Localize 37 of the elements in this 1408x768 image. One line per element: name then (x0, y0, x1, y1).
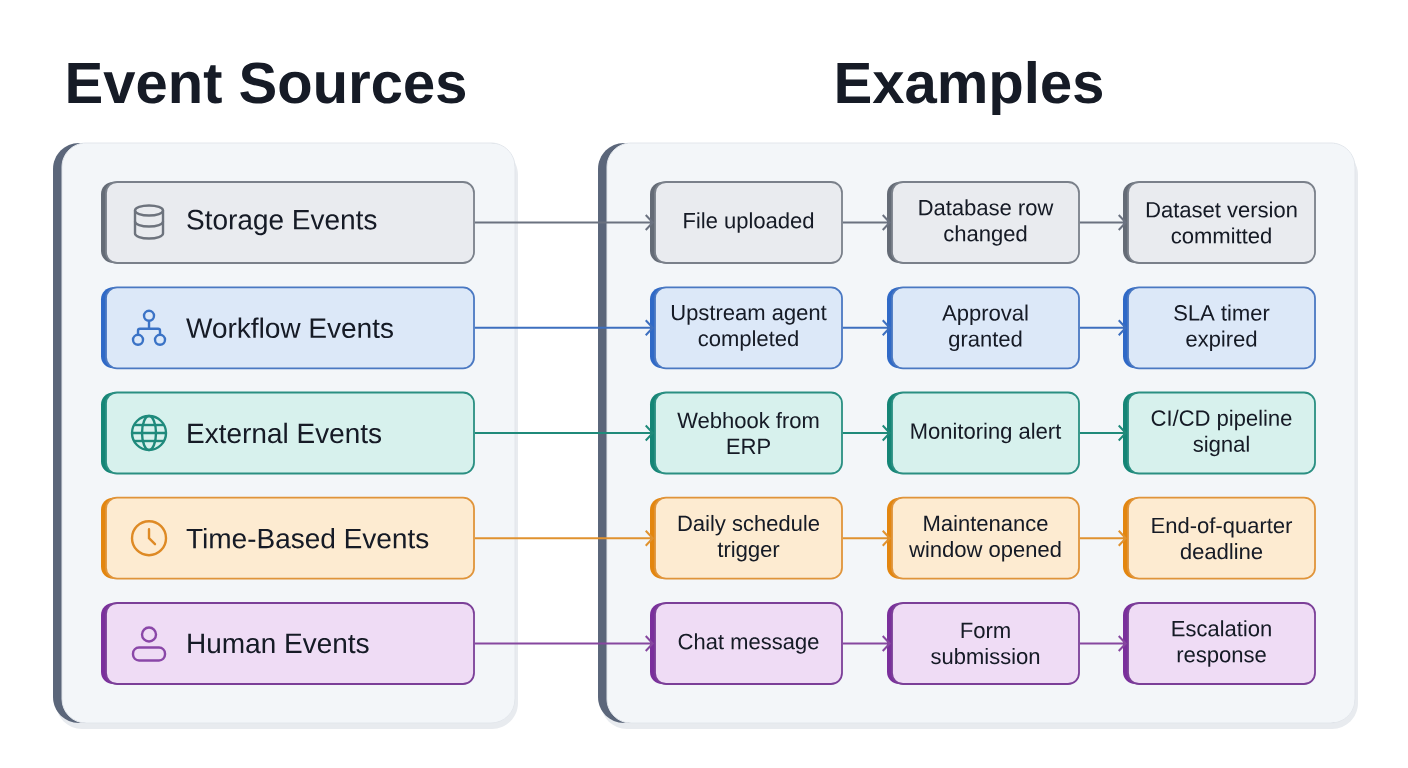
arrow (1078, 319, 1128, 337)
example-box: Escalation response (1123, 602, 1316, 685)
example-box: Webhook from ERP (650, 391, 843, 475)
example-box: End-of-quarter deadline (1123, 496, 1316, 580)
arrow (473, 424, 655, 442)
source-box: Time-Based Events (101, 496, 475, 580)
arrow (1078, 424, 1128, 442)
arrow (841, 424, 892, 442)
source-box: External Events (101, 391, 475, 475)
arrow (1078, 214, 1128, 231)
source-box: Storage Events (101, 181, 475, 264)
panel-heading: Event Sources (68, 62, 466, 104)
example-box: Maintenance window opened (887, 496, 1080, 580)
arrow (841, 214, 892, 231)
arrow (1078, 529, 1128, 547)
arrow (841, 529, 892, 547)
example-box: SLA timer expired (1123, 286, 1316, 370)
example-box: Chat message (650, 602, 843, 685)
arrow (1078, 635, 1128, 652)
arrow (473, 529, 655, 547)
example-box: Approval granted (887, 286, 1080, 370)
example-box: Dataset version committed (1123, 181, 1316, 264)
arrow (473, 635, 655, 652)
arrow (473, 214, 655, 231)
source-box: Workflow Events (101, 286, 475, 370)
example-box: CI/CD pipeline signal (1123, 391, 1316, 475)
source-box: Human Events (101, 602, 475, 685)
example-box: Form submission (887, 602, 1080, 685)
arrow (841, 635, 892, 652)
arrow (473, 319, 655, 337)
example-box: File uploaded (650, 181, 843, 264)
arrow (841, 319, 892, 337)
example-box: Daily schedule trigger (650, 496, 843, 580)
example-box: Database row changed (887, 181, 1080, 264)
example-box: Monitoring alert (887, 391, 1080, 475)
example-box: Upstream agent completed (650, 286, 843, 370)
panel-heading: Examples (837, 60, 1102, 116)
